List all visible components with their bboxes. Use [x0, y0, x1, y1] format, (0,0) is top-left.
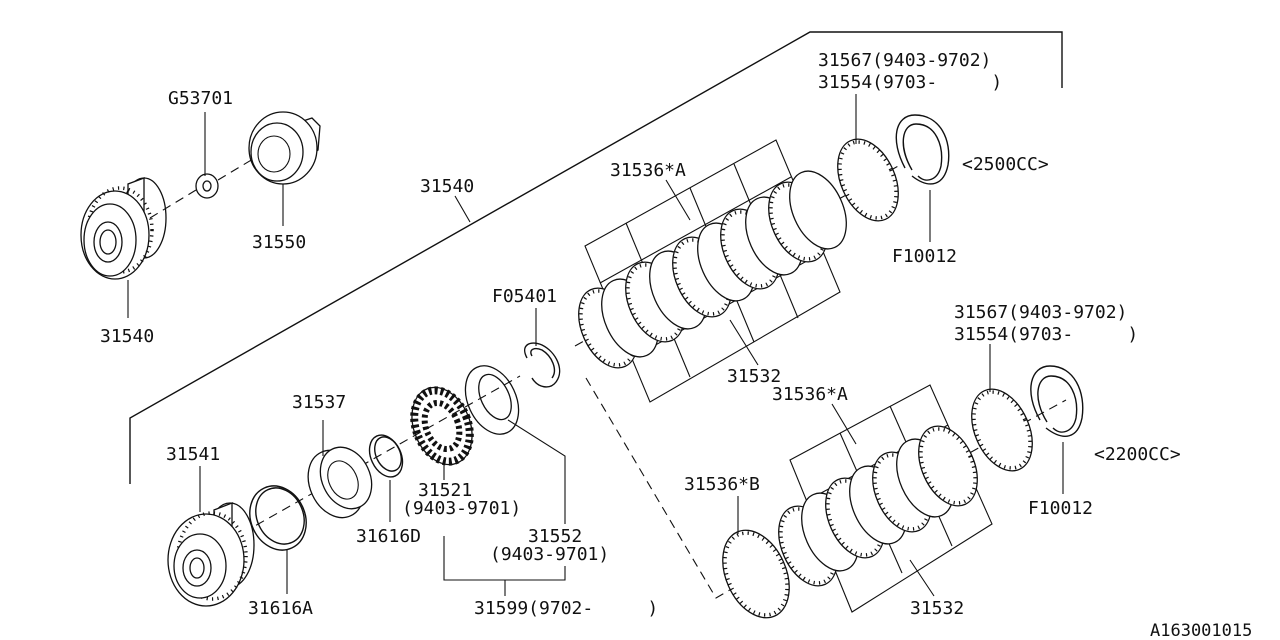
label-31536a-bottom: 31536*A: [772, 384, 848, 405]
clutch-discs-top: [578, 170, 847, 369]
label-31540-left: 31540: [100, 326, 154, 347]
label-2200cc: <2200CC>: [1094, 444, 1181, 465]
assembly-frame-line: [129, 31, 1063, 484]
label-31552: 31552: [528, 526, 582, 547]
part-31536b-plate: [722, 529, 790, 619]
part-31540-drum: [80, 177, 167, 280]
part-31567-plate-top: [837, 138, 899, 222]
part-31567-plate-bottom: [971, 388, 1033, 472]
label-31537: 31537: [292, 392, 346, 413]
leader-31552: [507, 419, 566, 524]
clutch-discs-bottom: [778, 425, 978, 587]
part-31552-ring: [464, 365, 520, 435]
leader-31532-top: [729, 319, 759, 366]
leader-31540-top: [454, 195, 471, 223]
label-31552-range: (9403-9701): [490, 544, 609, 565]
leader-31536a-top: [665, 179, 691, 221]
label-g53701: G53701: [168, 88, 233, 109]
label-31540-top: 31540: [420, 176, 474, 197]
axis-line-a: [149, 189, 197, 219]
part-f10012-snap-ring-top: [895, 114, 950, 185]
axis-line-left: [229, 375, 521, 541]
label-31541: 31541: [166, 444, 220, 465]
label-31536b: 31536*B: [684, 474, 760, 495]
label-31532-top: 31532: [727, 366, 781, 387]
part-31616d-seal: [368, 434, 404, 478]
label-31616d: 31616D: [356, 526, 421, 547]
label-31554-bottom: 31554(9703- ): [954, 324, 1138, 345]
part-31616a-seal: [249, 485, 307, 551]
part-f10012-snap-ring-bottom: [1030, 365, 1084, 437]
part-31541-piston: [167, 502, 255, 607]
part-31537-retainer: [307, 446, 373, 519]
label-31536a-top: 31536*A: [610, 160, 686, 181]
part-f05401-snap-ring: [524, 342, 561, 388]
part-31550-sun-gear: [248, 111, 321, 185]
label-31532-bottom: 31532: [910, 598, 964, 619]
label-31521: 31521: [418, 480, 472, 501]
label-31554-top: 31554(9703- ): [818, 72, 1002, 93]
label-31550: 31550: [252, 232, 306, 253]
label-31567-bottom: 31567(9403-9702): [954, 302, 1127, 323]
label-f10012-bottom: F10012: [1028, 498, 1093, 519]
label-31599: 31599(9702- ): [474, 598, 658, 619]
part-g53701-washer: [195, 173, 219, 199]
label-f10012-top: F10012: [892, 246, 957, 267]
diagram-id: A163001015: [1150, 621, 1252, 640]
part-31521-bearing: [410, 386, 474, 466]
label-2500cc: <2500CC>: [962, 154, 1049, 175]
label-31521-range: (9403-9701): [402, 498, 521, 519]
leader-31536a-bottom: [831, 403, 857, 445]
label-31567-top: 31567(9403-9702): [818, 50, 991, 71]
label-31616a: 31616A: [248, 598, 313, 619]
label-f05401: F05401: [492, 286, 557, 307]
leader-31532-bottom: [909, 559, 935, 597]
